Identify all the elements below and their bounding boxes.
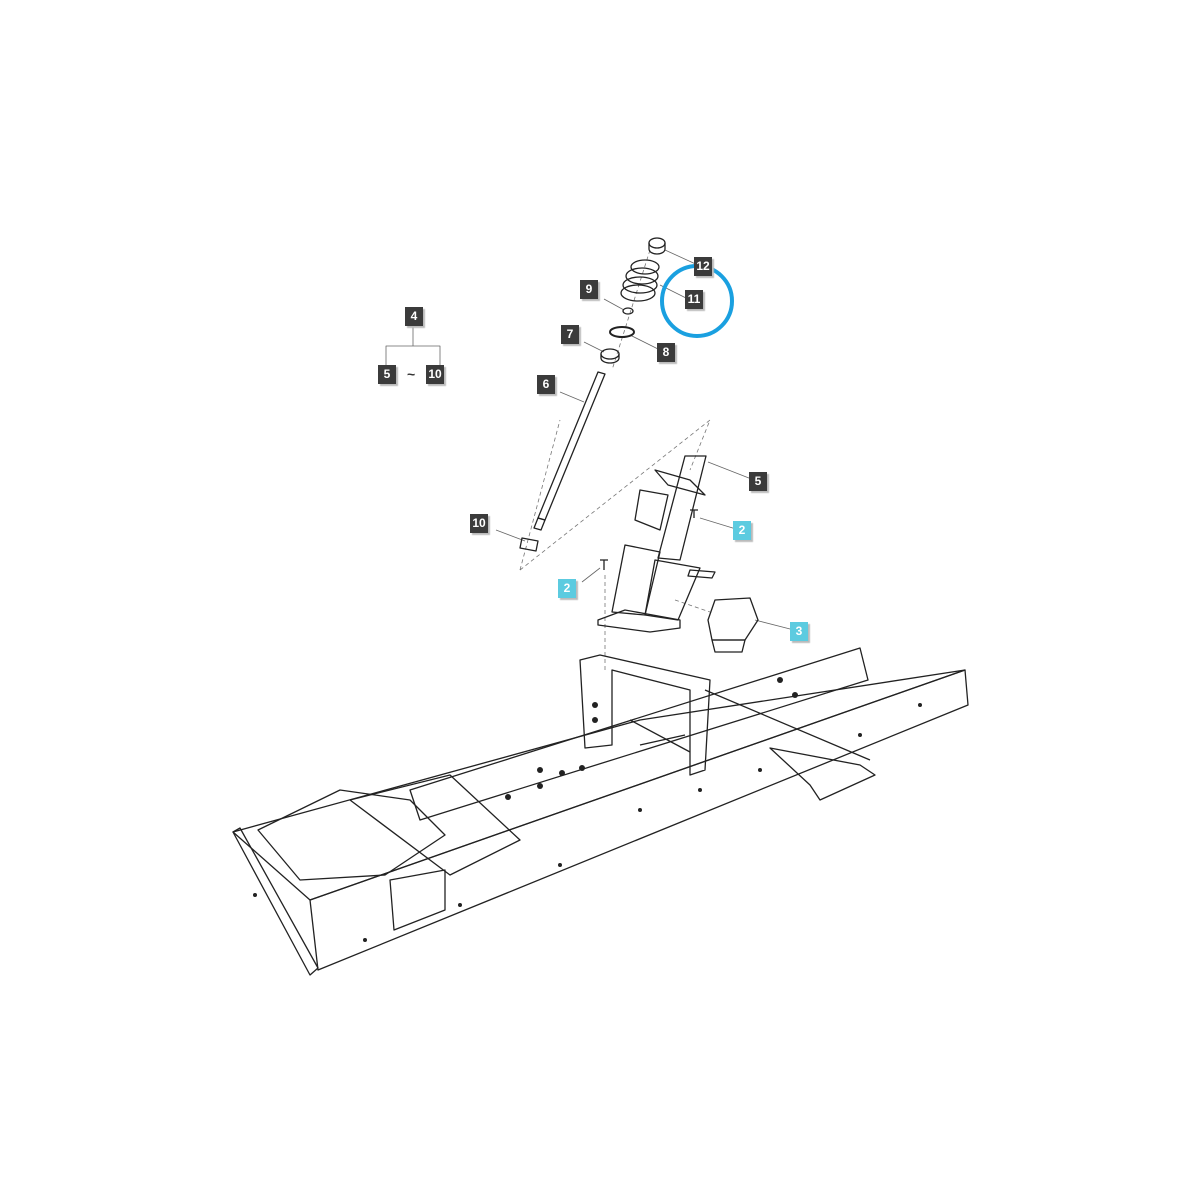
part-8-circlip <box>609 326 635 338</box>
part-5-steering-column <box>634 455 716 579</box>
part-12-nut <box>648 237 666 255</box>
callout-2-upper[interactable]: 2 <box>733 521 751 540</box>
callout-8[interactable]: 8 <box>657 343 675 362</box>
chassis-frame <box>232 647 969 976</box>
callout-10[interactable]: 10 <box>470 514 488 533</box>
legend-from-5[interactable]: 5 <box>378 365 396 384</box>
pedestal-bracket <box>597 544 701 633</box>
leader-lines <box>385 249 795 631</box>
dashed-guides <box>519 249 711 670</box>
part-7-bushing <box>600 348 620 364</box>
callout-7[interactable]: 7 <box>561 325 579 344</box>
frame-holes <box>253 677 922 942</box>
part-6-steering-shaft <box>533 371 606 531</box>
callout-9[interactable]: 9 <box>580 280 598 299</box>
legend-group-4[interactable]: 4 <box>405 307 423 326</box>
legend-to-10[interactable]: 10 <box>426 365 444 384</box>
callout-3[interactable]: 3 <box>790 622 808 641</box>
callout-5[interactable]: 5 <box>749 472 767 491</box>
part-9-washer <box>622 307 634 315</box>
callout-6[interactable]: 6 <box>537 375 555 394</box>
part-10-bushing <box>519 537 539 552</box>
part-11-boot <box>620 259 660 302</box>
part-3-switch <box>707 597 759 653</box>
callout-11[interactable]: 11 <box>685 290 703 309</box>
callout-12[interactable]: 12 <box>694 257 712 276</box>
legend-separator: ~ <box>407 366 416 382</box>
callout-2-lower[interactable]: 2 <box>558 579 576 598</box>
